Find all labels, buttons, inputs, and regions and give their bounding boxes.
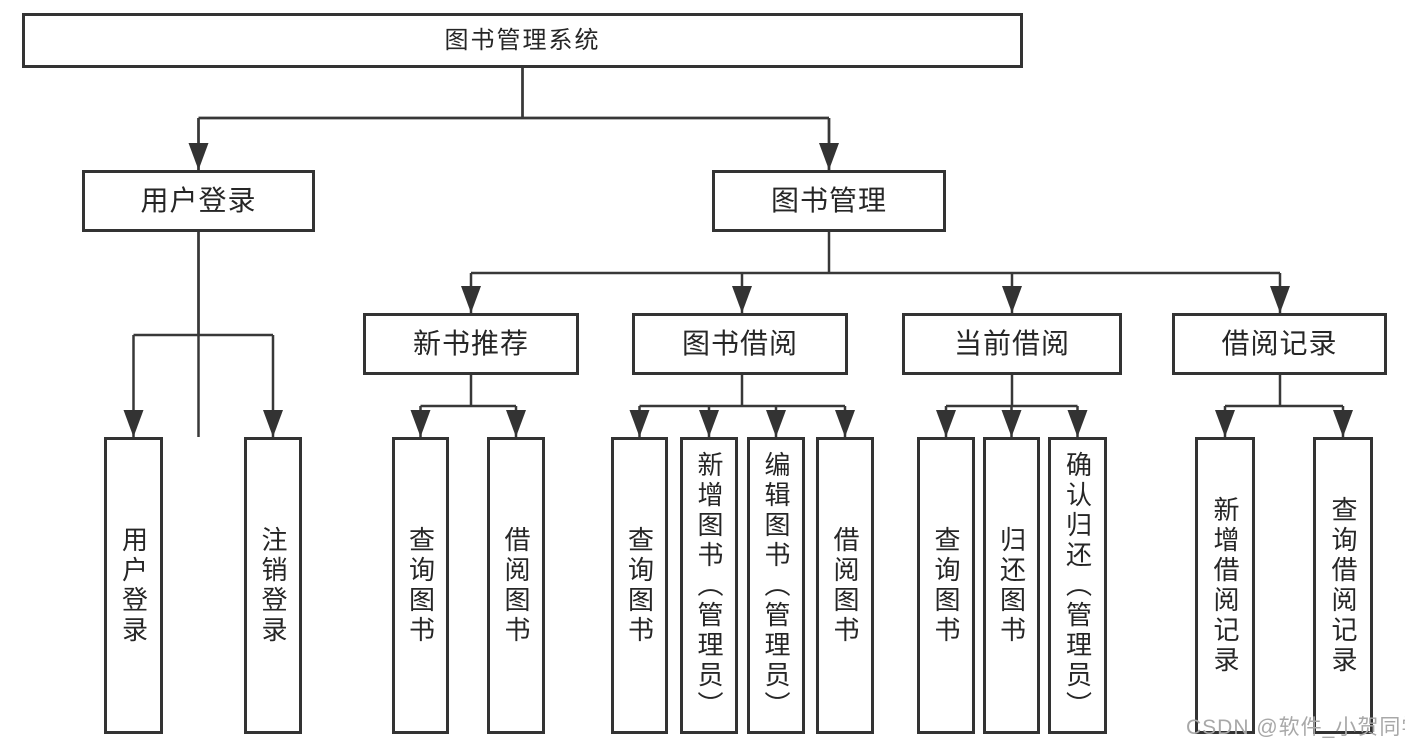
node-label: 新增借阅记录 [1210, 495, 1240, 676]
node-label: 确认归还（管理员） [1062, 450, 1093, 721]
node-label: 用户登录 [118, 525, 149, 646]
node-leaf-add-book-admin: 新增图书（管理员） [680, 437, 738, 734]
node-leaf-query-book-recommend: 查询图书 [392, 437, 449, 734]
watermark: CSDN @软件_小贺同学 [1186, 711, 1405, 741]
node-label: 查询图书 [405, 525, 436, 646]
node-label: 查询借阅记录 [1328, 495, 1358, 676]
node-leaf-return-book: 归还图书 [983, 437, 1040, 734]
node-label: 新书推荐 [412, 328, 529, 359]
node-leaf-borrow-book-recommend: 借阅图书 [487, 437, 545, 734]
node-leaf-confirm-return-admin: 确认归还（管理员） [1048, 437, 1107, 734]
node-label: 借阅图书 [830, 525, 860, 646]
connector-new-book-branch [419, 375, 518, 437]
node-label: 当前借阅 [953, 328, 1070, 359]
node-label: 注销登录 [258, 525, 288, 646]
node-leaf-query-book-current: 查询图书 [917, 437, 975, 734]
node-book-management: 图书管理 [712, 170, 946, 232]
node-label: 归还图书 [996, 525, 1027, 646]
node-leaf-query-book-borrow: 查询图书 [611, 437, 668, 734]
node-label: 新增图书（管理员） [694, 450, 724, 721]
connector-root [197, 68, 831, 437]
node-library-system: 图书管理系统 [22, 13, 1023, 68]
node-label: 图书借阅 [681, 328, 798, 359]
node-current-borrow: 当前借阅 [902, 313, 1122, 375]
node-new-book-recommend: 新书推荐 [363, 313, 579, 375]
node-leaf-logout: 注销登录 [244, 437, 302, 734]
node-leaf-user-login: 用户登录 [104, 437, 163, 734]
connector-book-borrow-branch [638, 375, 847, 437]
node-book-borrow: 图书借阅 [632, 313, 848, 375]
node-leaf-add-borrow-record: 新增借阅记录 [1195, 437, 1255, 734]
connector-user-login-branch [132, 232, 275, 437]
node-label: 借阅记录 [1221, 328, 1338, 359]
connector-current-borrow-branch [944, 375, 1079, 437]
node-label: 借阅图书 [501, 525, 531, 646]
node-label: 查询图书 [931, 525, 961, 646]
node-label: 图书管理 [770, 185, 887, 216]
node-leaf-query-borrow-record: 查询借阅记录 [1313, 437, 1373, 734]
connector-book-mgmt-branch [469, 232, 1282, 313]
node-user-login: 用户登录 [82, 170, 315, 232]
connector-root-branch [197, 68, 831, 170]
node-leaf-borrow-book: 借阅图书 [816, 437, 874, 734]
watermark-text: CSDN @软件_小贺同学 [1186, 716, 1405, 739]
node-leaf-edit-book-admin: 编辑图书（管理员） [747, 437, 805, 734]
node-label: 编辑图书（管理员） [761, 450, 791, 721]
node-borrow-record: 借阅记录 [1172, 313, 1387, 375]
node-label: 用户登录 [140, 185, 257, 216]
node-label: 图书管理系统 [444, 26, 601, 54]
connector-borrow-record-branch [1223, 375, 1345, 437]
node-label: 查询图书 [624, 525, 655, 646]
